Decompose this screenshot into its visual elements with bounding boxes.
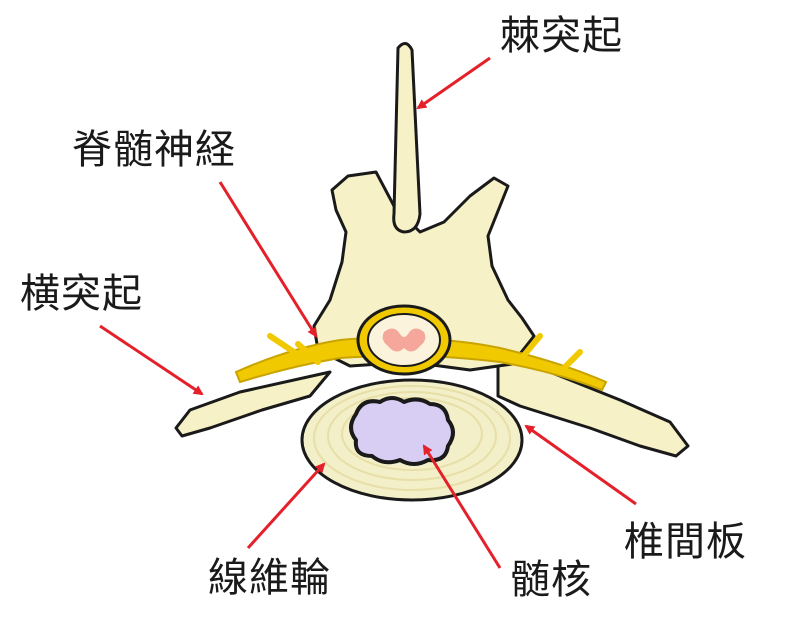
label-nucleus-pulposus: 髄核 [510,557,592,603]
transverse-process-right [496,350,690,458]
label-spinous-process: 棘突起 [500,13,623,59]
arrow-annulus-fibrosus [246,462,326,550]
spinous-process-shape [392,42,422,234]
label-annulus-fibrosus: 線維輪 [208,555,331,601]
spinal-nerve-branch-left [267,333,321,365]
label-spinal-nerve: 脊髄神経 [72,127,236,173]
arrow-nucleus-pulposus [422,444,502,569]
disc-ring-2 [327,391,497,481]
spinal-cord-grey-matter [382,328,426,352]
nucleus-pulposus-shape [349,396,455,466]
arrow-intervertebral-disc [524,424,637,506]
disc-ring-1 [313,385,511,491]
spinal-nerve-branch-right [517,333,583,375]
arrow-spinous-process [416,56,491,110]
arrow-spinal-nerve [218,181,318,338]
transverse-process-left [174,370,332,438]
label-transverse-process: 横突起 [20,271,143,317]
label-intervertebral-disc: 椎間板 [624,519,747,565]
arrow-transverse-process [99,324,204,396]
